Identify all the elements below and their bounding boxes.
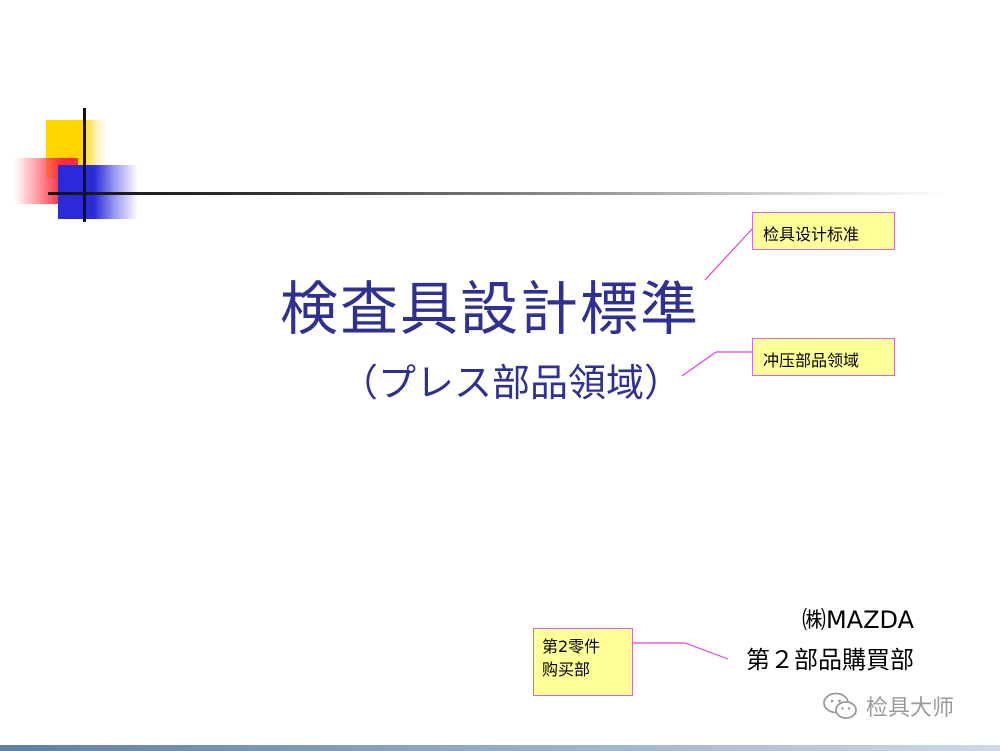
- department-note-line2: 购买部: [542, 660, 591, 679]
- department-translation-note: 第2零件 购买部: [533, 628, 633, 696]
- subtitle-note-connector-b: [681, 351, 717, 377]
- watermark-text: 检具大师: [866, 696, 955, 721]
- title-note-connector: [704, 228, 753, 281]
- department-name: 第２部品購買部: [746, 646, 914, 674]
- watermark: 检具大师: [822, 690, 954, 722]
- logo-vertical-line: [83, 108, 86, 222]
- wechat-icon: [823, 692, 857, 719]
- title-note-text: 检具设计标准: [763, 225, 860, 244]
- slide-title: 検査具設計標準: [280, 275, 701, 343]
- company-name: ㈱MAZDA: [801, 606, 914, 634]
- subtitle-note-text: 冲压部品领域: [763, 351, 860, 370]
- dept-note-connector-b: [684, 642, 729, 660]
- bottom-bar: [0, 745, 1000, 751]
- subtitle-translation-note: 冲压部品领域: [752, 338, 895, 376]
- title-translation-note: 检具设计标准: [752, 212, 895, 250]
- header-rule: [48, 192, 948, 195]
- slide-subtitle: （プレス部品領域）: [340, 361, 683, 405]
- department-note-line1: 第2零件: [542, 637, 601, 656]
